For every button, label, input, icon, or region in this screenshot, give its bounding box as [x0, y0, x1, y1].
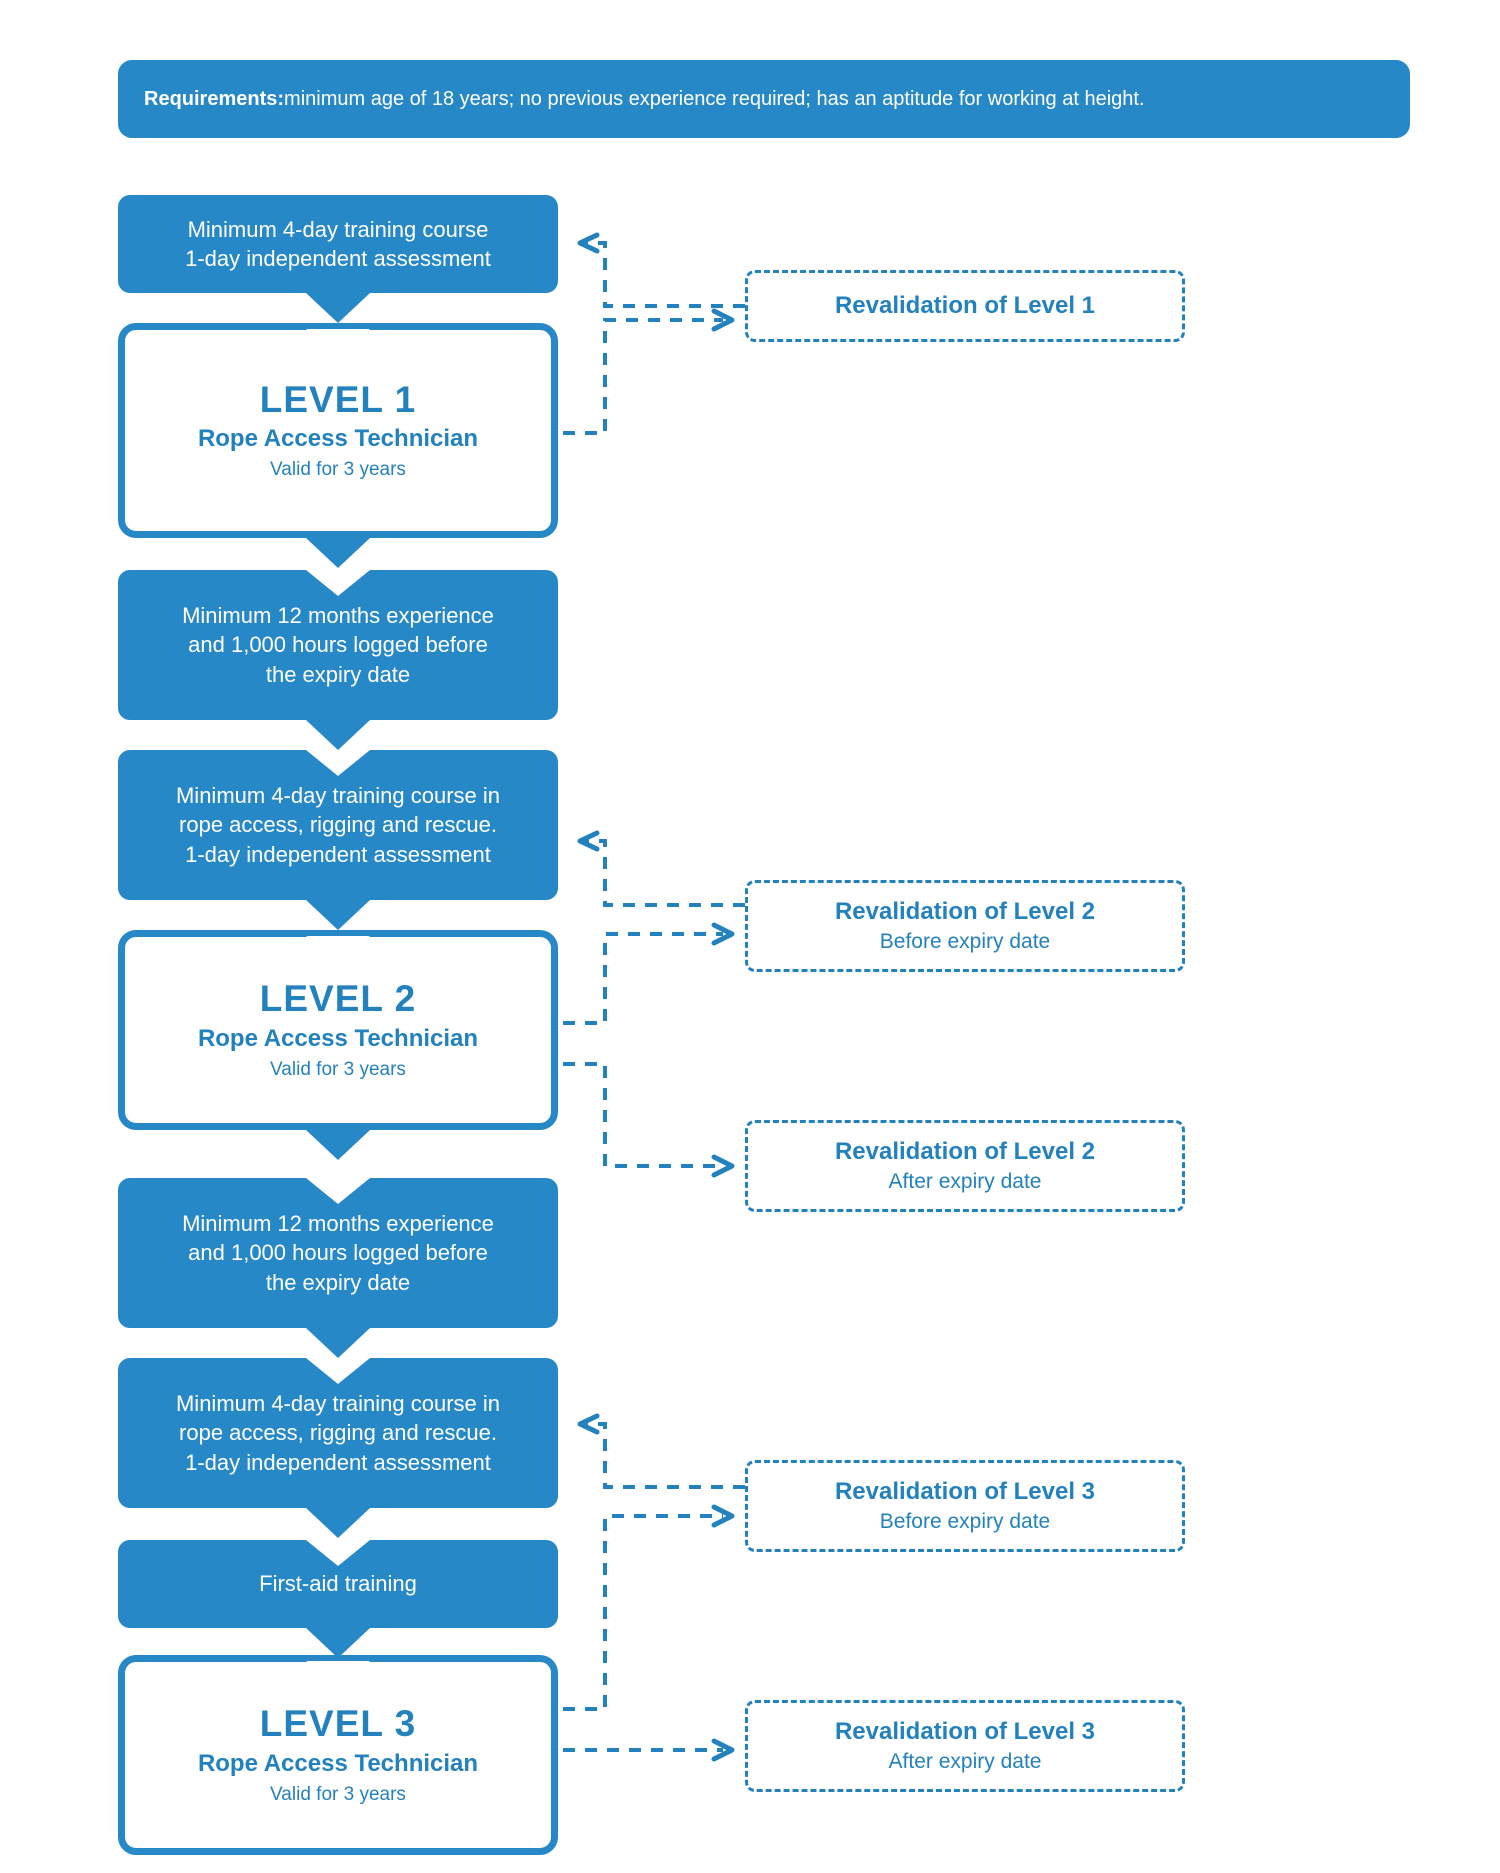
connector-level3-to-reval-before	[563, 1514, 723, 1711]
arrow-right-icon	[711, 1154, 735, 1178]
level-1-validity: Valid for 3 years	[270, 459, 406, 481]
notch-down-icon	[306, 538, 370, 568]
connector-reval3before-to-training	[585, 1422, 745, 1489]
arrow-right-icon	[711, 1738, 735, 1762]
requirements-banner: Requirements: minimum age of 18 years; n…	[118, 60, 1410, 138]
notch-down-icon	[306, 1130, 370, 1160]
level-3-title: LEVEL 3	[259, 1703, 417, 1745]
notch-down-icon	[306, 1328, 370, 1358]
notch-bite-icon	[306, 1540, 370, 1566]
step-level2-training: Minimum 4-day training course in rope ac…	[118, 750, 558, 930]
step-level3-training-text: Minimum 4-day training course in rope ac…	[175, 1391, 501, 1475]
revalidation-level3-before-title: Revalidation of Level 3	[834, 1477, 1096, 1505]
connector-reval2before-to-training	[585, 839, 745, 907]
revalidation-level2-after-box: Revalidation of Level 2 After expiry dat…	[745, 1120, 1185, 1212]
level-2-validity: Valid for 3 years	[270, 1058, 406, 1080]
step-level1-experience-text: Minimum 12 months experience and 1,000 h…	[182, 603, 494, 687]
arrow-right-icon	[711, 922, 735, 946]
step-level3-training: Minimum 4-day training course in rope ac…	[118, 1358, 558, 1538]
level-3-subtitle: Rope Access Technician	[197, 1749, 479, 1777]
notch-down-icon	[306, 1508, 370, 1538]
revalidation-level3-before-subtitle: Before expiry date	[879, 1509, 1051, 1533]
arrow-left-icon	[577, 232, 600, 254]
arrow-left-icon	[577, 830, 600, 852]
revalidation-level2-before-title: Revalidation of Level 2	[834, 897, 1096, 925]
connector-reval1-to-training	[585, 241, 745, 308]
notch-down-icon	[306, 900, 370, 930]
requirements-label: Requirements:	[144, 87, 285, 110]
revalidation-level2-after-title: Revalidation of Level 2	[834, 1137, 1096, 1165]
requirements-text: minimum age of 18 years; no previous exp…	[284, 87, 1145, 110]
level-2-subtitle: Rope Access Technician	[197, 1024, 479, 1052]
connector-level1-to-reval	[563, 318, 723, 435]
arrow-right-icon	[711, 1504, 735, 1528]
level-1-subtitle: Rope Access Technician	[197, 425, 479, 453]
revalidation-level3-before-box: Revalidation of Level 3 Before expiry da…	[745, 1460, 1185, 1552]
notch-bite-icon	[306, 1661, 370, 1687]
notch-bite-icon	[306, 1358, 370, 1384]
level-2-title: LEVEL 2	[259, 978, 417, 1020]
revalidation-level2-before-box: Revalidation of Level 2 Before expiry da…	[745, 880, 1185, 972]
step-level2-experience-text: Minimum 12 months experience and 1,000 h…	[182, 1211, 494, 1295]
step-level1-training-text: Minimum 4-day training course 1-day inde…	[185, 216, 491, 271]
revalidation-level3-after-title: Revalidation of Level 3	[834, 1717, 1096, 1745]
revalidation-level3-after-subtitle: After expiry date	[888, 1749, 1042, 1773]
notch-bite-icon	[306, 329, 370, 355]
step-level1-training: Minimum 4-day training course 1-day inde…	[118, 195, 558, 323]
notch-bite-icon	[306, 570, 370, 596]
notch-down-icon	[306, 1628, 370, 1658]
arrow-right-icon	[711, 308, 735, 332]
step-level3-firstaid: First-aid training	[118, 1540, 558, 1658]
notch-bite-icon	[306, 750, 370, 776]
revalidation-level2-after-subtitle: After expiry date	[888, 1169, 1042, 1193]
level-3-validity: Valid for 3 years	[270, 1783, 406, 1805]
notch-down-icon	[306, 293, 370, 323]
revalidation-level2-before-subtitle: Before expiry date	[879, 929, 1051, 953]
notch-bite-icon	[306, 936, 370, 962]
notch-bite-icon	[306, 1178, 370, 1204]
connector-level2-to-reval-before	[563, 932, 723, 1025]
notch-down-icon	[306, 720, 370, 750]
revalidation-level1-title: Revalidation of Level 1	[834, 292, 1096, 319]
revalidation-level3-after-box: Revalidation of Level 3 After expiry dat…	[745, 1700, 1185, 1792]
step-level1-experience: Minimum 12 months experience and 1,000 h…	[118, 570, 558, 750]
step-level2-experience: Minimum 12 months experience and 1,000 h…	[118, 1178, 558, 1358]
step-level2-training-text: Minimum 4-day training course in rope ac…	[175, 783, 501, 867]
level-1-title: LEVEL 1	[259, 378, 417, 420]
connector-level2-to-reval-after	[563, 1062, 723, 1168]
arrow-left-icon	[577, 1413, 600, 1435]
level-3-box: LEVEL 3 Rope Access Technician Valid for…	[118, 1655, 558, 1855]
revalidation-level1-box: Revalidation of Level 1	[745, 270, 1185, 342]
level-2-box: LEVEL 2 Rope Access Technician Valid for…	[118, 930, 558, 1160]
level-1-box: LEVEL 1 Rope Access Technician Valid for…	[118, 323, 558, 568]
step-level3-firstaid-text: First-aid training	[259, 1571, 417, 1597]
